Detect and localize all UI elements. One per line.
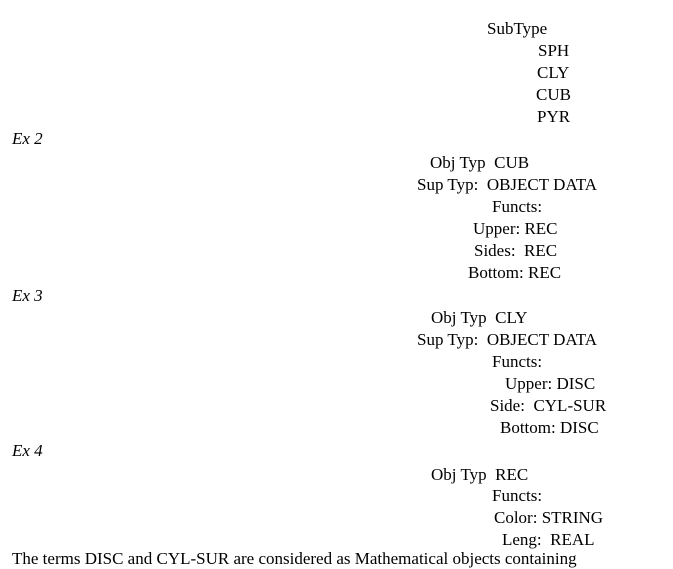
- funct-line: Color: STRING: [494, 508, 604, 527]
- functs-line: Functs:: [492, 197, 543, 216]
- funct-line: Upper: REC: [473, 219, 558, 238]
- subtype-item: CUB: [536, 85, 571, 104]
- funct-line: Sides: REC: [474, 241, 558, 260]
- example-label: Ex 4: [12, 441, 43, 460]
- obj-type-line: Obj Typ REC: [431, 465, 529, 484]
- obj-type-line: Obj Typ CUB: [430, 153, 530, 172]
- functs-line: Functs:: [492, 486, 543, 505]
- sup-type-line: Sup Typ: OBJECT DATA: [417, 330, 598, 349]
- funct-line: Side: CYL-SUR: [490, 396, 607, 415]
- obj-type-line: Obj Typ CLY: [431, 308, 528, 327]
- subtype-item: SPH: [538, 41, 570, 60]
- subtype-item: PYR: [537, 107, 571, 126]
- body-paragraph: The terms DISC and CYL-SUR are considere…: [12, 549, 577, 568]
- sup-type-line: Sup Typ: OBJECT DATA: [417, 175, 598, 194]
- example-label: Ex 3: [12, 286, 43, 305]
- funct-line: Leng: REAL: [502, 530, 595, 549]
- functs-line: Functs:: [492, 352, 543, 371]
- funct-line: Bottom: DISC: [500, 418, 599, 437]
- subtype-item: CLY: [537, 63, 570, 82]
- subtype-heading: SubType: [487, 19, 548, 38]
- funct-line: Upper: DISC: [505, 374, 596, 393]
- example-label: Ex 2: [12, 129, 43, 148]
- funct-line: Bottom: REC: [468, 263, 562, 282]
